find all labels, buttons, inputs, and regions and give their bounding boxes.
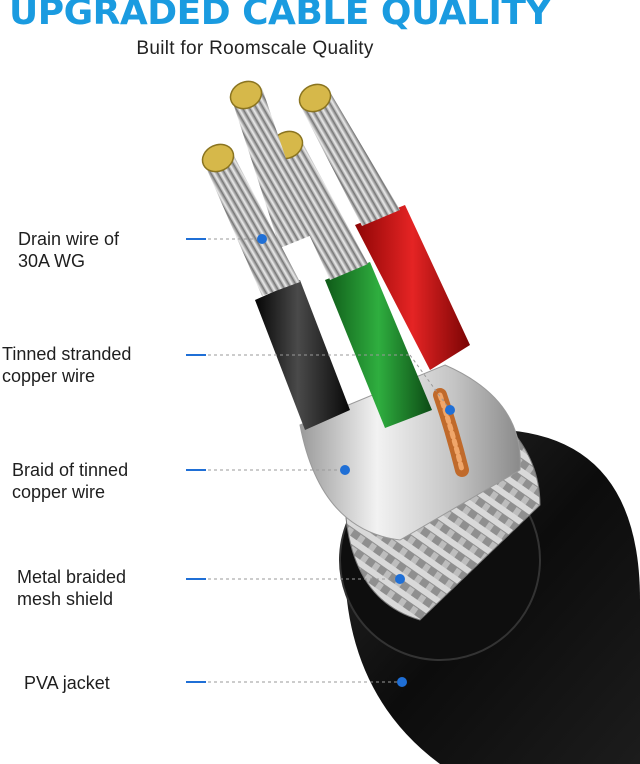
label-drain-wire: Drain wire of 30A WG bbox=[18, 229, 120, 271]
black-wire bbox=[201, 143, 350, 430]
label-metal-braided: Metal braided mesh shield bbox=[17, 567, 127, 609]
page-title: UPGRADED CABLE QUALITY bbox=[9, 0, 551, 33]
rear-strand bbox=[229, 80, 312, 248]
page-subtitle: Built for Roomscale Quality bbox=[136, 38, 374, 59]
callout-leaders bbox=[208, 238, 451, 683]
red-wire bbox=[298, 83, 470, 370]
marker-metal-braided bbox=[395, 574, 405, 584]
marker-braid bbox=[340, 465, 350, 475]
callout-ticks bbox=[186, 238, 206, 683]
foil-wrap-shape bbox=[299, 364, 521, 541]
label-tinned-stranded: Tinned stranded copper wire bbox=[2, 344, 132, 386]
marker-pva-jacket bbox=[397, 677, 407, 687]
copper-drain-wire bbox=[433, 388, 469, 477]
green-wire bbox=[270, 130, 432, 428]
label-pva-jacket: PVA jacket bbox=[24, 673, 110, 693]
callout-markers bbox=[257, 234, 455, 687]
marker-drain-wire bbox=[257, 234, 267, 244]
marker-tinned-stranded bbox=[445, 405, 455, 415]
label-braid-tinned: Braid of tinned copper wire bbox=[12, 460, 129, 502]
